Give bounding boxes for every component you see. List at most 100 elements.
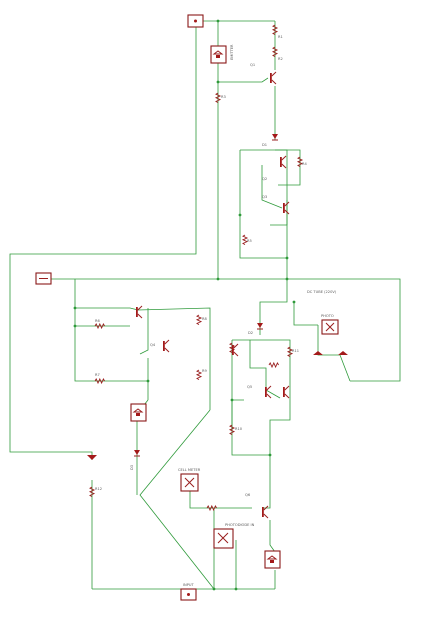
resistor-r14[interactable] — [268, 361, 279, 369]
junction-dot — [285, 256, 289, 260]
junction-dot — [216, 277, 220, 281]
junction-dot — [292, 300, 296, 304]
transistor-q5[interactable] — [163, 339, 170, 353]
wire-right-sensor — [317, 325, 351, 382]
resistor-r10[interactable] — [228, 424, 236, 435]
label-r5: R5 — [247, 239, 252, 243]
junction-dot — [73, 306, 77, 310]
junction-dot — [234, 587, 238, 591]
capacitor-pair[interactable] — [313, 351, 348, 355]
ic-photodiode-in[interactable] — [213, 528, 234, 549]
resistor-r15[interactable] — [228, 342, 236, 353]
wire-q1-collector — [218, 77, 269, 83]
label-r12: R12 — [95, 487, 102, 491]
label-q1: Q1 — [250, 63, 255, 67]
label-emitter: EMITTER — [230, 44, 234, 60]
resistor-r8[interactable] — [195, 314, 203, 325]
wire-right-split — [293, 302, 318, 326]
connector-left[interactable] — [35, 272, 52, 285]
ic-photo-module[interactable] — [321, 319, 339, 335]
transistor-q1[interactable] — [270, 71, 277, 85]
junction-dot — [216, 19, 220, 23]
label-r1: R1 — [278, 35, 283, 39]
resistor-r4[interactable] — [296, 156, 304, 167]
label-r9: R9 — [202, 369, 207, 373]
wire-left-outer — [9, 21, 197, 460]
wire-mid-col — [139, 308, 149, 355]
transistor-q7[interactable] — [283, 385, 290, 399]
transistor-q8[interactable] — [262, 505, 269, 519]
wire-stage2-inner — [249, 340, 281, 399]
input-arrow-left[interactable] — [87, 455, 97, 460]
label-dc-tube: DC TUBE (220V) — [307, 290, 337, 294]
diode-d2[interactable] — [257, 323, 263, 330]
label-q3: Q3 — [262, 195, 267, 199]
junction-dots — [73, 19, 296, 591]
connector-top[interactable] — [187, 14, 204, 28]
resistor-r12[interactable] — [88, 486, 96, 497]
transistor-group — [136, 71, 290, 519]
label-photo: PHOTO — [321, 314, 334, 318]
transistor-q6[interactable] — [265, 385, 272, 399]
junction-dot — [212, 587, 216, 591]
wire-mid-top — [75, 307, 211, 410]
label-d1: D1 — [262, 143, 267, 147]
ic-emitter-mid[interactable] — [130, 403, 147, 422]
resistor-group — [88, 24, 304, 512]
labels: EMITTER DC TUBE (220V) PHOTO CELL METER … — [95, 35, 337, 587]
wire-lower-to-q — [189, 490, 252, 509]
wire-diag-low — [139, 409, 215, 590]
wire-stage2-box — [231, 339, 291, 456]
resistor-r1[interactable] — [271, 24, 279, 35]
diode-d3[interactable] — [134, 450, 140, 457]
wire-lower-col — [262, 455, 271, 509]
junction-dot — [230, 398, 234, 402]
junction-dot — [268, 453, 272, 457]
junction-dot — [238, 213, 242, 217]
label-q5: Q5 — [247, 385, 252, 389]
resistor-r11[interactable] — [286, 346, 294, 357]
transistor-q3[interactable] — [283, 201, 290, 215]
wire-stage1-q — [270, 200, 288, 226]
wire-right-drop — [259, 258, 288, 335]
label-cell-meter: CELL METER — [178, 468, 201, 472]
junction-dot — [146, 379, 150, 383]
label-r7: R7 — [95, 373, 100, 377]
diode-d1[interactable] — [272, 134, 278, 141]
label-d2: D2 — [248, 331, 253, 335]
label-input: INPUT — [183, 583, 195, 587]
transistor-q2[interactable] — [280, 155, 287, 169]
label-r11: R11 — [292, 349, 299, 353]
wire-main-bus — [48, 278, 401, 382]
ic-emitter-top[interactable] — [210, 45, 227, 64]
resistor-r2[interactable] — [271, 46, 279, 57]
wire-stage1-r — [275, 149, 301, 186]
wire-network — [9, 20, 401, 590]
label-r8: R8 — [202, 317, 207, 321]
connector-bottom[interactable] — [180, 588, 197, 601]
label-q4: Q4 — [150, 343, 156, 347]
label-r3: R3 — [221, 95, 226, 99]
ic-cell-meter[interactable] — [180, 473, 199, 492]
wire-stage1-c — [261, 165, 283, 209]
label-r6: R6 — [95, 319, 100, 323]
wire-lower-emit — [269, 520, 276, 553]
junction-dot — [216, 80, 220, 84]
junction-dot — [73, 324, 77, 328]
ic-output-right[interactable] — [264, 550, 281, 569]
resistor-r3[interactable] — [214, 92, 222, 103]
resistor-r6[interactable] — [94, 322, 105, 330]
label-r2: R2 — [278, 57, 283, 61]
resistor-r13[interactable] — [206, 504, 217, 512]
wire-mid-left — [74, 279, 148, 382]
label-q6: Q6 — [245, 493, 251, 497]
junction-dot — [285, 277, 289, 281]
resistor-r9[interactable] — [195, 369, 203, 380]
label-r4: R4 — [302, 162, 307, 166]
transistor-q4[interactable] — [136, 305, 143, 319]
resistor-r5[interactable] — [241, 234, 249, 245]
transistor-q9[interactable] — [232, 343, 239, 357]
label-r10: R10 — [235, 427, 243, 431]
resistor-r7[interactable] — [94, 377, 105, 385]
